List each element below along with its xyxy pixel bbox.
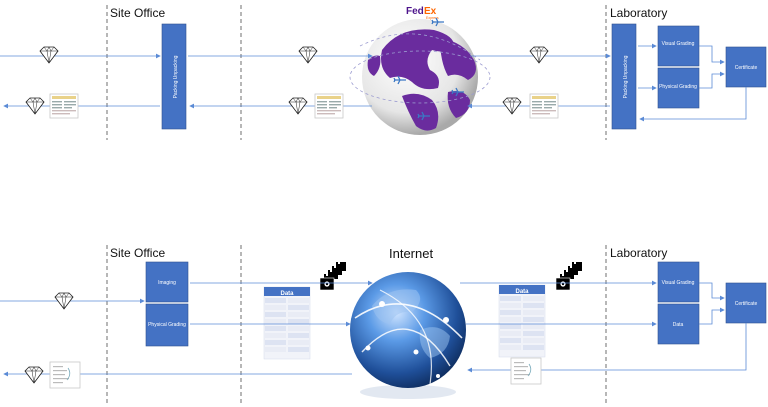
top-return-arrow [639, 87, 747, 122]
certificate-doc-icon [529, 93, 559, 119]
diamond-icon [288, 97, 308, 115]
certificate-doc-icon [49, 93, 79, 119]
bottom-certificate-box [725, 282, 767, 324]
certificate-doc-icon [510, 357, 542, 385]
lab-packing-box [611, 23, 637, 130]
diamond-icon [39, 46, 59, 64]
data-table-right [498, 284, 546, 358]
bottom-return-arrow [467, 323, 747, 373]
bottom-site-office-label: Site Office [110, 246, 165, 260]
camera-icon [319, 261, 347, 291]
bottom-section: Site Office Internet Laboratory Imaging … [0, 245, 767, 405]
internet-globe-icon [350, 272, 466, 399]
top-site-office-label: Site Office [110, 6, 165, 20]
bottom-certificate-label: Certificate [735, 301, 758, 307]
top-visual-grading-label: Visual Grading [662, 41, 695, 47]
top-flow-arrow [699, 45, 725, 65]
site-packing-box [161, 23, 187, 130]
top-laboratory-label: Laboratory [610, 6, 667, 20]
fedex-ex-text: Ex [424, 6, 437, 17]
top-certificate-label: Certificate [735, 65, 758, 71]
camera-icon [555, 261, 583, 291]
diamond-icon [24, 366, 44, 384]
top-physical-grading-label: Physical Grading [659, 84, 697, 90]
data-table-right-title: Data [515, 289, 529, 295]
diamond-icon [529, 46, 549, 64]
bottom-flow-arrow [699, 307, 725, 325]
imaging-label: Imaging [158, 280, 176, 286]
internet-label: Internet [389, 246, 433, 261]
bottom-data-box [657, 303, 700, 345]
data-table-left [263, 286, 311, 360]
bottom-physical-grading-box [145, 303, 189, 347]
bottom-flow-arrow [699, 282, 725, 301]
diamond-icon [54, 292, 74, 310]
globe-icon [349, 19, 491, 135]
fedex-sub-text: Express [426, 16, 439, 20]
data-table-left-title: Data [280, 291, 294, 297]
bottom-physical-grading-label: Physical Grading [148, 322, 186, 328]
diamond-icon [502, 97, 522, 115]
diamond-icon [298, 46, 318, 64]
certificate-doc-icon [49, 361, 81, 389]
bottom-laboratory-label: Laboratory [610, 246, 667, 260]
site-packing-label: Packing Unpacking [173, 55, 179, 98]
fedex-fed-text: Fed [406, 6, 424, 17]
bottom-visual-grading-box [657, 261, 700, 303]
bottom-data-label: Data [673, 322, 684, 328]
imaging-box [145, 261, 189, 303]
certificate-doc-icon [314, 93, 344, 119]
lab-packing-label: Packing Unpacking [623, 55, 629, 98]
top-certificate-box [725, 46, 767, 88]
diamond-icon [25, 97, 45, 115]
bottom-visual-grading-label: Visual Grading [662, 280, 695, 286]
top-section: Site Office Laboratory Fed Ex Express Pa… [0, 5, 767, 140]
top-flow-arrow [699, 71, 725, 89]
